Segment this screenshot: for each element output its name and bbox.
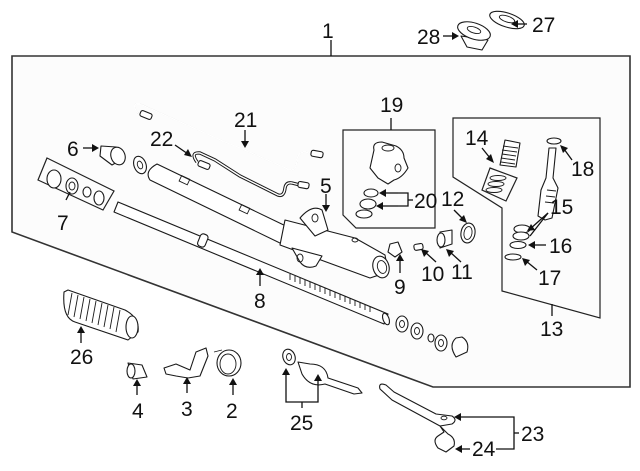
callout-24[interactable]: 24 xyxy=(472,438,496,461)
end-plug-part xyxy=(99,145,126,166)
callout-7[interactable]: 7 xyxy=(57,212,69,235)
callout-25[interactable]: 25 xyxy=(290,412,313,435)
callout-9[interactable]: 9 xyxy=(394,276,406,299)
callout-17[interactable]: 17 xyxy=(538,267,561,290)
callout-13[interactable]: 13 xyxy=(540,318,563,341)
outer-tie-rod-part xyxy=(379,383,456,453)
o-ring-part xyxy=(509,240,527,250)
callout-3[interactable]: 3 xyxy=(181,398,193,421)
callout-6[interactable]: 6 xyxy=(67,138,79,161)
callout-23[interactable]: 23 xyxy=(521,423,544,446)
callout-12[interactable]: 12 xyxy=(441,188,464,211)
valve-body-part xyxy=(369,141,409,185)
lock-nut-part xyxy=(460,222,476,244)
mount-bracket-part xyxy=(163,347,209,379)
callout-2[interactable]: 2 xyxy=(226,400,238,423)
callout-21[interactable]: 21 xyxy=(234,109,257,132)
leader-lines xyxy=(65,20,573,453)
gear-housing-part xyxy=(147,163,390,279)
callout-20[interactable]: 20 xyxy=(414,190,437,213)
grommet-part xyxy=(457,21,491,51)
callout-8[interactable]: 8 xyxy=(254,290,266,313)
washer-part xyxy=(489,10,525,30)
inner-tie-rod-part xyxy=(282,348,363,395)
rack-guide-part xyxy=(387,241,403,258)
callout-4[interactable]: 4 xyxy=(132,400,144,423)
mount-bushing-part xyxy=(213,349,242,377)
callout-11[interactable]: 11 xyxy=(451,261,473,284)
callout-14[interactable]: 14 xyxy=(465,127,489,150)
pinion-shaft-part xyxy=(537,147,559,221)
callout-labels: 1 2 3 4 5 6 7 8 9 10 11 12 13 14 15 16 1… xyxy=(57,14,594,461)
seal-rings-part xyxy=(512,224,531,241)
callout-16[interactable]: 16 xyxy=(549,235,572,258)
callout-27[interactable]: 27 xyxy=(532,14,555,37)
callout-1[interactable]: 1 xyxy=(322,20,334,43)
callout-26[interactable]: 26 xyxy=(70,346,93,369)
rack-part xyxy=(113,201,391,326)
callout-28[interactable]: 28 xyxy=(417,26,440,49)
bushing-part xyxy=(126,362,148,380)
valve-seal-kit-part xyxy=(481,139,521,202)
callout-18[interactable]: 18 xyxy=(571,158,594,181)
feed-line-short-part xyxy=(192,151,310,198)
o-ring-lower-part xyxy=(504,253,522,261)
washer-small-part xyxy=(133,155,147,175)
valve-body-box xyxy=(342,129,436,229)
callout-15[interactable]: 15 xyxy=(550,196,573,219)
feed-line-long-part xyxy=(133,103,324,171)
valve-seals-part xyxy=(355,188,379,219)
callout-19[interactable]: 19 xyxy=(380,94,403,117)
callout-10[interactable]: 10 xyxy=(421,263,444,286)
callout-5[interactable]: 5 xyxy=(320,175,332,198)
callout-22[interactable]: 22 xyxy=(150,128,173,151)
seal-kit-part xyxy=(37,157,115,211)
snap-ring-part xyxy=(546,137,562,145)
adjusting-screw-part xyxy=(436,229,453,249)
guide-spring-part xyxy=(413,242,424,251)
bellows-boot-part xyxy=(63,289,139,341)
pinion-kit-box xyxy=(452,117,601,319)
rack-end-seals-part xyxy=(395,315,469,358)
